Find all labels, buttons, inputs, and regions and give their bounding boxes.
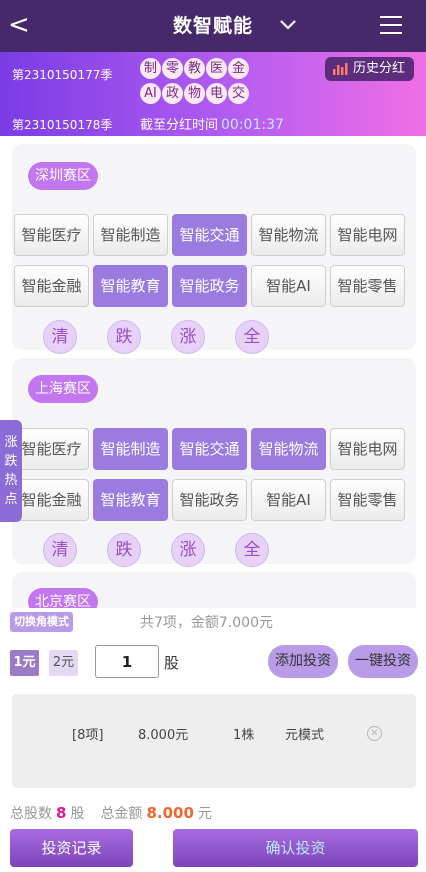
quantity-unit: 股	[164, 654, 180, 672]
result-char: 物	[184, 83, 205, 104]
category-button[interactable]: 智能电网	[330, 428, 405, 470]
clear-button[interactable]: 清	[43, 533, 77, 567]
category-button[interactable]: 智能AI	[251, 265, 326, 307]
category-button[interactable]: 智能物流	[251, 428, 326, 470]
category-button[interactable]: 智能制造	[93, 428, 168, 470]
result-char: 金	[228, 58, 249, 79]
hot-trend-side-tab[interactable]: 涨 跌 热 点	[0, 420, 22, 522]
category-button[interactable]: 智能教育	[93, 479, 168, 521]
result-char: 零	[162, 58, 183, 79]
bet-controls: 1元 2元 股 添加投资 一键投资	[0, 640, 426, 684]
back-icon[interactable]: <	[8, 10, 30, 40]
countdown-time: 00:01:37	[221, 117, 284, 133]
fall-button[interactable]: 跌	[107, 533, 141, 567]
category-button[interactable]: 智能零售	[330, 479, 405, 521]
result-char: 电	[206, 83, 227, 104]
side-tab-char: 涨	[4, 435, 18, 450]
category-button[interactable]: 智能电网	[330, 214, 405, 256]
result-char: 交	[228, 83, 249, 104]
category-button[interactable]: 智能医疗	[14, 214, 89, 256]
result-char: 政	[162, 83, 183, 104]
result-char: 教	[184, 58, 205, 79]
app-header: < 数智赋能	[0, 0, 426, 52]
category-button[interactable]: 智能政务	[172, 265, 247, 307]
category-button[interactable]: 智能AI	[251, 479, 326, 521]
investment-records-button[interactable]: 投资记录	[10, 829, 133, 867]
history-dividend-button[interactable]: 历史分红	[325, 57, 414, 81]
amount-unit: 元	[197, 806, 212, 822]
category-button[interactable]: 智能交通	[172, 428, 247, 470]
side-tab-char: 点	[4, 492, 18, 507]
unit-2-yuan-button[interactable]: 2元	[49, 650, 78, 676]
rise-button[interactable]: 涨	[171, 320, 205, 354]
current-issue: 第2310150177季	[12, 68, 113, 82]
list-item: [8项] 8.000元 1株 元模式	[12, 724, 416, 744]
bet-list: [8项] 8.000元 1株 元模式 ✕	[12, 694, 416, 788]
quantity-input[interactable]	[95, 645, 159, 678]
zone-tag: 深圳赛区	[28, 162, 98, 190]
item-amount: 8.000元	[138, 728, 189, 743]
bet-summary-row: 切换角模式 共7项，金额7.000元	[0, 608, 426, 634]
zone-tag: 北京赛区	[28, 588, 98, 608]
zones-scroll-area[interactable]: 深圳赛区 智能医疗 智能制造 智能交通 智能物流 智能电网 智能金融 智能教育 …	[0, 136, 426, 608]
all-button[interactable]: 全	[235, 320, 269, 354]
close-icon[interactable]: ✕	[367, 726, 382, 741]
side-tab-char: 热	[4, 473, 18, 488]
zone-card: 上海赛区 智能医疗 智能制造 智能交通 智能物流 智能电网 智能金融 智能教育 …	[12, 358, 416, 567]
category-button[interactable]: 智能零售	[330, 265, 405, 307]
shares-unit: 股	[70, 806, 85, 822]
clear-button[interactable]: 清	[43, 320, 77, 354]
total-amount-label: 总金额	[100, 806, 143, 822]
bar-chart-icon	[333, 63, 348, 75]
mode-switch-button[interactable]: 切换角模式	[10, 612, 73, 632]
item-shares: 1株	[233, 728, 255, 743]
menu-icon[interactable]	[380, 16, 402, 36]
result-char: 医	[206, 58, 227, 79]
category-button[interactable]: 智能制造	[93, 214, 168, 256]
next-issue: 第2310150178季	[12, 118, 113, 132]
chevron-down-icon[interactable]	[278, 14, 298, 34]
one-click-invest-button[interactable]: 一键投资	[348, 645, 418, 678]
category-button[interactable]: 智能政务	[172, 479, 247, 521]
rise-button[interactable]: 涨	[171, 533, 205, 567]
all-button[interactable]: 全	[235, 533, 269, 567]
add-investment-button[interactable]: 添加投资	[268, 645, 338, 678]
unit-1-yuan-button[interactable]: 1元	[10, 650, 39, 676]
item-count: [8项]	[72, 728, 104, 743]
history-label: 历史分红	[353, 61, 406, 76]
page-title: 数智赋能	[172, 15, 253, 37]
result-char: AI	[140, 83, 161, 104]
category-button[interactable]: 智能金融	[14, 265, 89, 307]
confirm-investment-button[interactable]: 确认投资	[173, 829, 418, 867]
side-tab-char: 跌	[4, 454, 18, 469]
category-button[interactable]: 智能医疗	[14, 428, 89, 470]
fall-button[interactable]: 跌	[107, 320, 141, 354]
result-char: 制	[140, 58, 161, 79]
item-mode: 元模式	[285, 728, 325, 743]
zone-card: 北京赛区	[12, 572, 416, 608]
category-button[interactable]: 智能交通	[172, 214, 247, 256]
total-items-text: 共7项，金额7.000元	[140, 615, 273, 631]
total-shares-value: 8	[56, 804, 67, 822]
total-amount-value: 8.000	[146, 804, 194, 822]
total-shares-label: 总股数	[10, 806, 52, 822]
zone-card: 深圳赛区 智能医疗 智能制造 智能交通 智能物流 智能电网 智能金融 智能教育 …	[12, 144, 416, 354]
zone-tag: 上海赛区	[28, 375, 98, 403]
category-button[interactable]: 智能教育	[93, 265, 168, 307]
category-button[interactable]: 智能物流	[251, 214, 326, 256]
category-button[interactable]: 智能金融	[14, 479, 89, 521]
countdown-label: 截至分红时间	[140, 118, 219, 133]
